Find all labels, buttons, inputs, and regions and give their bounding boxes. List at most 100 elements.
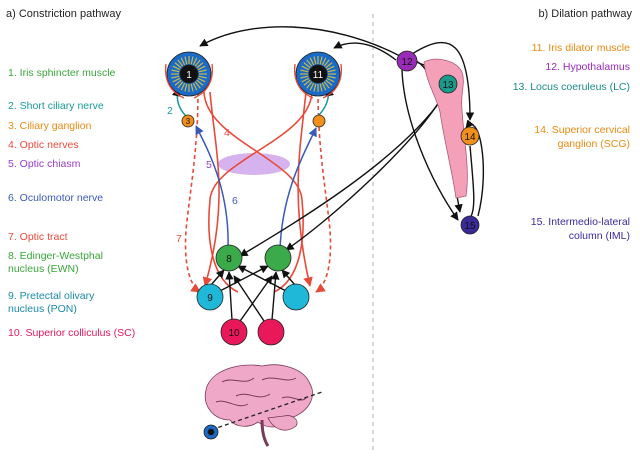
iris-ray xyxy=(325,79,333,86)
iris-ray xyxy=(197,65,206,71)
brain-stem-small xyxy=(260,419,270,447)
sc-to-ewn-left xyxy=(225,271,234,321)
iris-ray xyxy=(319,56,323,65)
eye-left-arc xyxy=(164,63,185,99)
locus-coeruleus xyxy=(438,74,458,94)
iris-ray xyxy=(326,77,335,83)
iris-ray xyxy=(192,82,198,91)
hyp-number: 12 xyxy=(401,57,413,68)
iris-ray xyxy=(194,59,201,67)
iris-ray xyxy=(325,62,333,69)
legend-superior-colliculus: 10. Superior colliculus (SC) xyxy=(8,327,136,339)
iris-ray xyxy=(323,81,330,89)
iris-ray xyxy=(313,56,317,65)
scg-number: 14 xyxy=(464,132,476,143)
iris-ray xyxy=(300,75,309,79)
iris-ray xyxy=(327,69,336,73)
legend-optic-chiasm: 5. Optic chiasm xyxy=(8,158,81,170)
legend-locus-coeruleus: 13. Locus coeruleus (LC) xyxy=(512,81,630,93)
hyp-to-scg xyxy=(411,41,475,121)
iris-ray xyxy=(174,79,182,86)
iris-ray xyxy=(184,83,188,92)
legend-iml-line2: column (IML) xyxy=(568,230,630,242)
sc-left-cross xyxy=(237,275,273,325)
pon-number: 9 xyxy=(207,293,213,304)
iris-ray xyxy=(309,82,315,91)
eye-right-pupil xyxy=(308,64,328,84)
iris-ray xyxy=(313,83,317,92)
lc-to-ewn-left xyxy=(239,95,445,257)
hyp-to-left-eye xyxy=(199,26,401,57)
iris-ray xyxy=(306,59,313,67)
iris-ray xyxy=(301,65,310,71)
iris-ray xyxy=(172,77,181,83)
hyp-to-right-eye xyxy=(333,40,397,61)
hyp-to-iml-2 xyxy=(401,69,459,221)
header-constriction: a) Constriction pathway xyxy=(6,8,121,20)
iris-ray xyxy=(172,65,181,71)
legend-ewn-line1: 8. Edinger-Westphal xyxy=(8,250,103,262)
midbrain-connections xyxy=(210,265,296,325)
ciliary-ganglion-right xyxy=(312,114,326,128)
optic-tract-left-solid xyxy=(203,91,304,293)
iris-ray xyxy=(303,79,311,86)
iris-ray xyxy=(319,83,323,92)
anno-optic-tract: 7 xyxy=(176,233,182,245)
iris-ray xyxy=(192,57,198,66)
iris-ray xyxy=(321,57,327,66)
iris-ray xyxy=(171,75,180,79)
brain-cerebrum xyxy=(204,364,313,428)
brainstem xyxy=(423,58,468,199)
iris-ray xyxy=(196,79,204,86)
eye-left: 1 xyxy=(164,51,214,99)
eye-right-number: 11 xyxy=(313,70,324,81)
iris-ray xyxy=(327,75,336,79)
iris-ray xyxy=(301,77,310,83)
pon-left xyxy=(196,283,224,311)
iris-ray xyxy=(180,57,186,66)
ciliary-ganglion-number: 3 xyxy=(186,117,191,126)
brain-gyri xyxy=(215,377,307,407)
eye-left-pupil xyxy=(179,64,199,84)
legend-iml-line1: 15. Intermedio-lateral xyxy=(530,216,630,228)
legend-optic-tract: 7. Optic tract xyxy=(8,231,68,243)
iris-ray xyxy=(196,62,204,69)
legend-scg-line2: ganglion (SCG) xyxy=(557,138,630,150)
eye-left-number: 1 xyxy=(186,70,192,81)
eye-right: 11 xyxy=(293,51,343,99)
iris-ray xyxy=(309,57,315,66)
iris-ray xyxy=(190,56,194,65)
eye-left-iris-rays xyxy=(171,56,207,92)
ciliary-ganglion-left xyxy=(181,114,195,128)
iris-ray xyxy=(198,69,207,73)
eye-left-arc-2 xyxy=(193,63,214,99)
iris-ray xyxy=(194,81,201,89)
iris-ray xyxy=(323,59,330,67)
sc-right xyxy=(257,318,285,346)
sc-number: 10 xyxy=(228,328,240,339)
ewn-right xyxy=(264,244,292,272)
optic-pathways xyxy=(184,91,332,293)
sc-to-ewn-right xyxy=(271,271,280,321)
iris-ray xyxy=(180,82,186,91)
lc-number: 13 xyxy=(442,80,454,91)
eye-right-arc xyxy=(293,63,314,99)
pon-right xyxy=(282,283,310,311)
iris-ray xyxy=(326,65,335,71)
pon-to-ewn-left xyxy=(210,269,225,286)
iris-ray xyxy=(300,69,309,73)
iris-ray xyxy=(177,81,184,89)
brain-illustration xyxy=(203,364,323,447)
header-dilation: b) Dilation pathway xyxy=(538,8,632,20)
legend-pon-line2: nucleus (PON) xyxy=(8,303,77,315)
eye-right-iris-rays xyxy=(300,56,336,92)
iris-ray xyxy=(303,62,311,69)
legend-ciliary-ganglion: 3. Ciliary ganglion xyxy=(8,120,92,132)
eye-right-arc-2 xyxy=(322,63,343,99)
legend-short-ciliary-nerve: 2. Short ciliary nerve xyxy=(8,100,104,112)
pon-left-to-ewn-right xyxy=(217,265,269,293)
optic-chiasm xyxy=(218,153,290,175)
sc-right-cross xyxy=(233,275,267,325)
legend-iris-sphincter: 1. Iris sphincter muscle xyxy=(8,67,116,79)
